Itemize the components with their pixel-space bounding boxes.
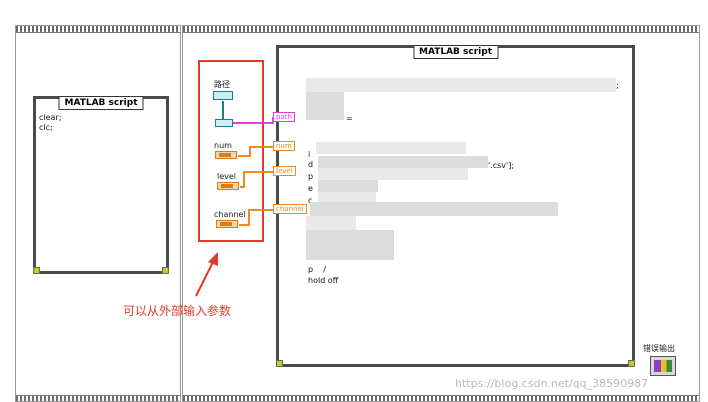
blurred-code-5 [318,168,468,180]
watermark-text: https://blog.csdn.net/qq_38590987 [455,377,649,390]
main-code-semicolon: ; [616,81,619,90]
level-wire-h2 [243,171,273,173]
main-code-hold-off: hold off [308,276,339,285]
blurred-code-7 [318,192,376,202]
left-script-terminal-br [162,267,169,274]
path-input-terminal[interactable]: path [273,112,295,122]
channel-numeric-control[interactable] [216,220,238,228]
main-code-p2: p / [308,265,326,274]
num-wire-h2 [249,146,273,148]
blurred-code-6 [318,180,378,192]
frame-right-sprocket-bottom [183,395,699,401]
left-matlab-script-title: MATLAB script [58,96,144,110]
level-wire-up [243,171,245,188]
path-control[interactable] [213,91,233,100]
num-wire [238,155,250,157]
num-numeric-control[interactable] [215,151,237,159]
blurred-code-9 [306,216,356,230]
left-matlab-script-node[interactable]: MATLAB script clear; clc; [33,96,169,274]
channel-wire-h2 [248,209,274,211]
channel-wire-up [248,209,250,226]
num-wire-up [249,146,251,157]
path-to-string-node[interactable] [215,119,233,127]
main-code-e: e [308,184,313,193]
main-code-csv: '.csv']; [488,161,515,170]
frame-right-sprocket-top [183,26,699,33]
red-arrow-icon [195,252,218,297]
annotation-text: 可以从外部输入参数 [123,304,232,318]
level-wire [240,186,244,188]
main-code-i: i [308,150,311,159]
level-control-label: level [217,172,237,181]
blurred-code-8 [310,202,558,216]
level-input-terminal[interactable]: level [273,166,296,176]
channel-control-label: channel [214,210,246,219]
left-script-code-line-2[interactable]: clc; [39,123,53,132]
main-script-terminal-br [628,360,635,367]
main-code-eq: = [346,114,353,123]
main-code-d: d [308,160,314,169]
path-control-label: 路径 [214,80,230,89]
annotation-arrow [192,252,222,302]
level-numeric-control[interactable] [217,182,239,190]
num-control-label: num [214,141,232,150]
main-code-p: p [308,172,314,181]
path-wire-vertical [222,101,224,119]
main-code-c: c [308,196,313,205]
num-input-terminal[interactable]: num [273,141,295,151]
input-controls-highlight [198,60,264,242]
channel-wire [239,224,249,226]
main-script-terminal-bl [276,360,283,367]
error-out-indicator[interactable] [650,356,676,376]
left-script-terminal-bl [33,267,40,274]
frame-left-sprocket-bottom [16,395,180,401]
error-out-label: 错误输出 [643,344,675,353]
blurred-code-1 [306,78,616,92]
path-wire [233,122,273,124]
channel-input-terminal[interactable]: channel [273,204,307,214]
error-cluster-icon [654,360,672,372]
blurred-code-4 [318,156,488,168]
left-script-code-line-1[interactable]: clear; [39,113,62,122]
main-matlab-script-title: MATLAB script [412,45,499,59]
blurred-code-2 [306,92,344,120]
frame-left-sprocket-top [16,26,180,33]
blurred-code-3 [316,142,466,154]
blurred-code-10 [306,230,394,260]
